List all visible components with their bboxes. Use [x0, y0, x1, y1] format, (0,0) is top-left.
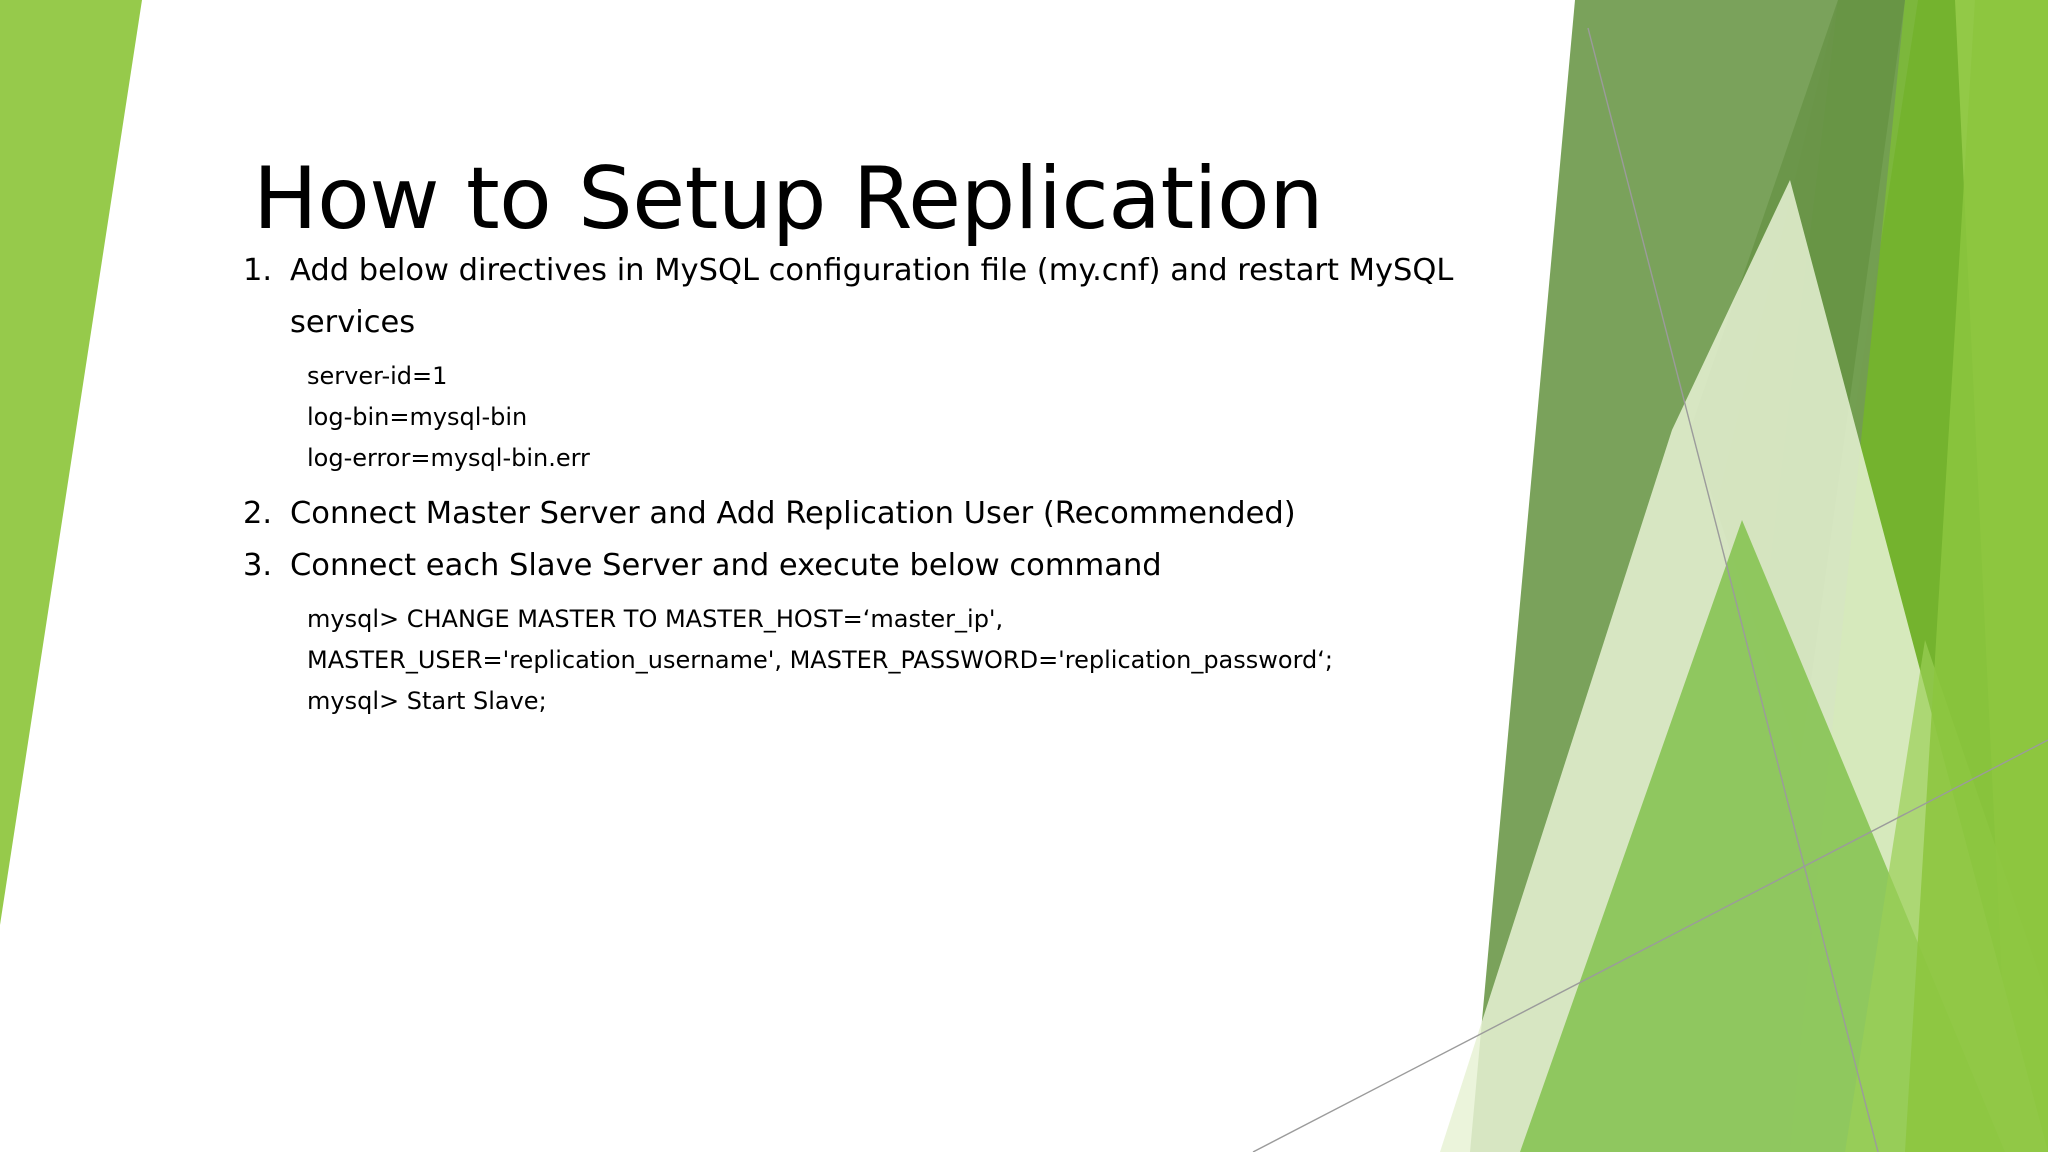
slide-body-list: 1. Add below directives in MySQL configu… — [240, 245, 1510, 730]
sub-line: server-id=1 — [307, 361, 448, 390]
list-item-text: Add below directives in MySQL configurat… — [290, 253, 1454, 341]
slide-title: How to Setup Replication — [253, 148, 1324, 249]
list-item: 3. Connect each Slave Server and execute… — [240, 540, 1510, 592]
sub-line: mysql> Start Slave; — [307, 687, 547, 716]
list-item-number: 3. — [243, 548, 273, 584]
list-item: 1. Add below directives in MySQL configu… — [240, 245, 1510, 350]
sub-line-group: server-id=1 log-bin=mysql-bin log-error=… — [307, 356, 1510, 480]
list-item: 2. Connect Master Server and Add Replica… — [240, 488, 1510, 540]
list-item-number: 2. — [243, 495, 273, 531]
list-item-number: 1. — [243, 253, 273, 288]
sub-line-group: mysql> CHANGE MASTER TO MASTER_HOST=‘mas… — [307, 599, 1510, 723]
sub-line: mysql> CHANGE MASTER TO MASTER_HOST=‘mas… — [307, 604, 1004, 633]
sub-line: log-bin=mysql-bin — [307, 403, 528, 432]
list-item-text: Connect each Slave Server and execute be… — [290, 548, 1162, 584]
sub-line: MASTER_USER='replication_username', MAST… — [307, 645, 1333, 674]
sub-line: log-error=mysql-bin.err — [307, 444, 590, 473]
list-item-text: Connect Master Server and Add Replicatio… — [290, 495, 1296, 531]
